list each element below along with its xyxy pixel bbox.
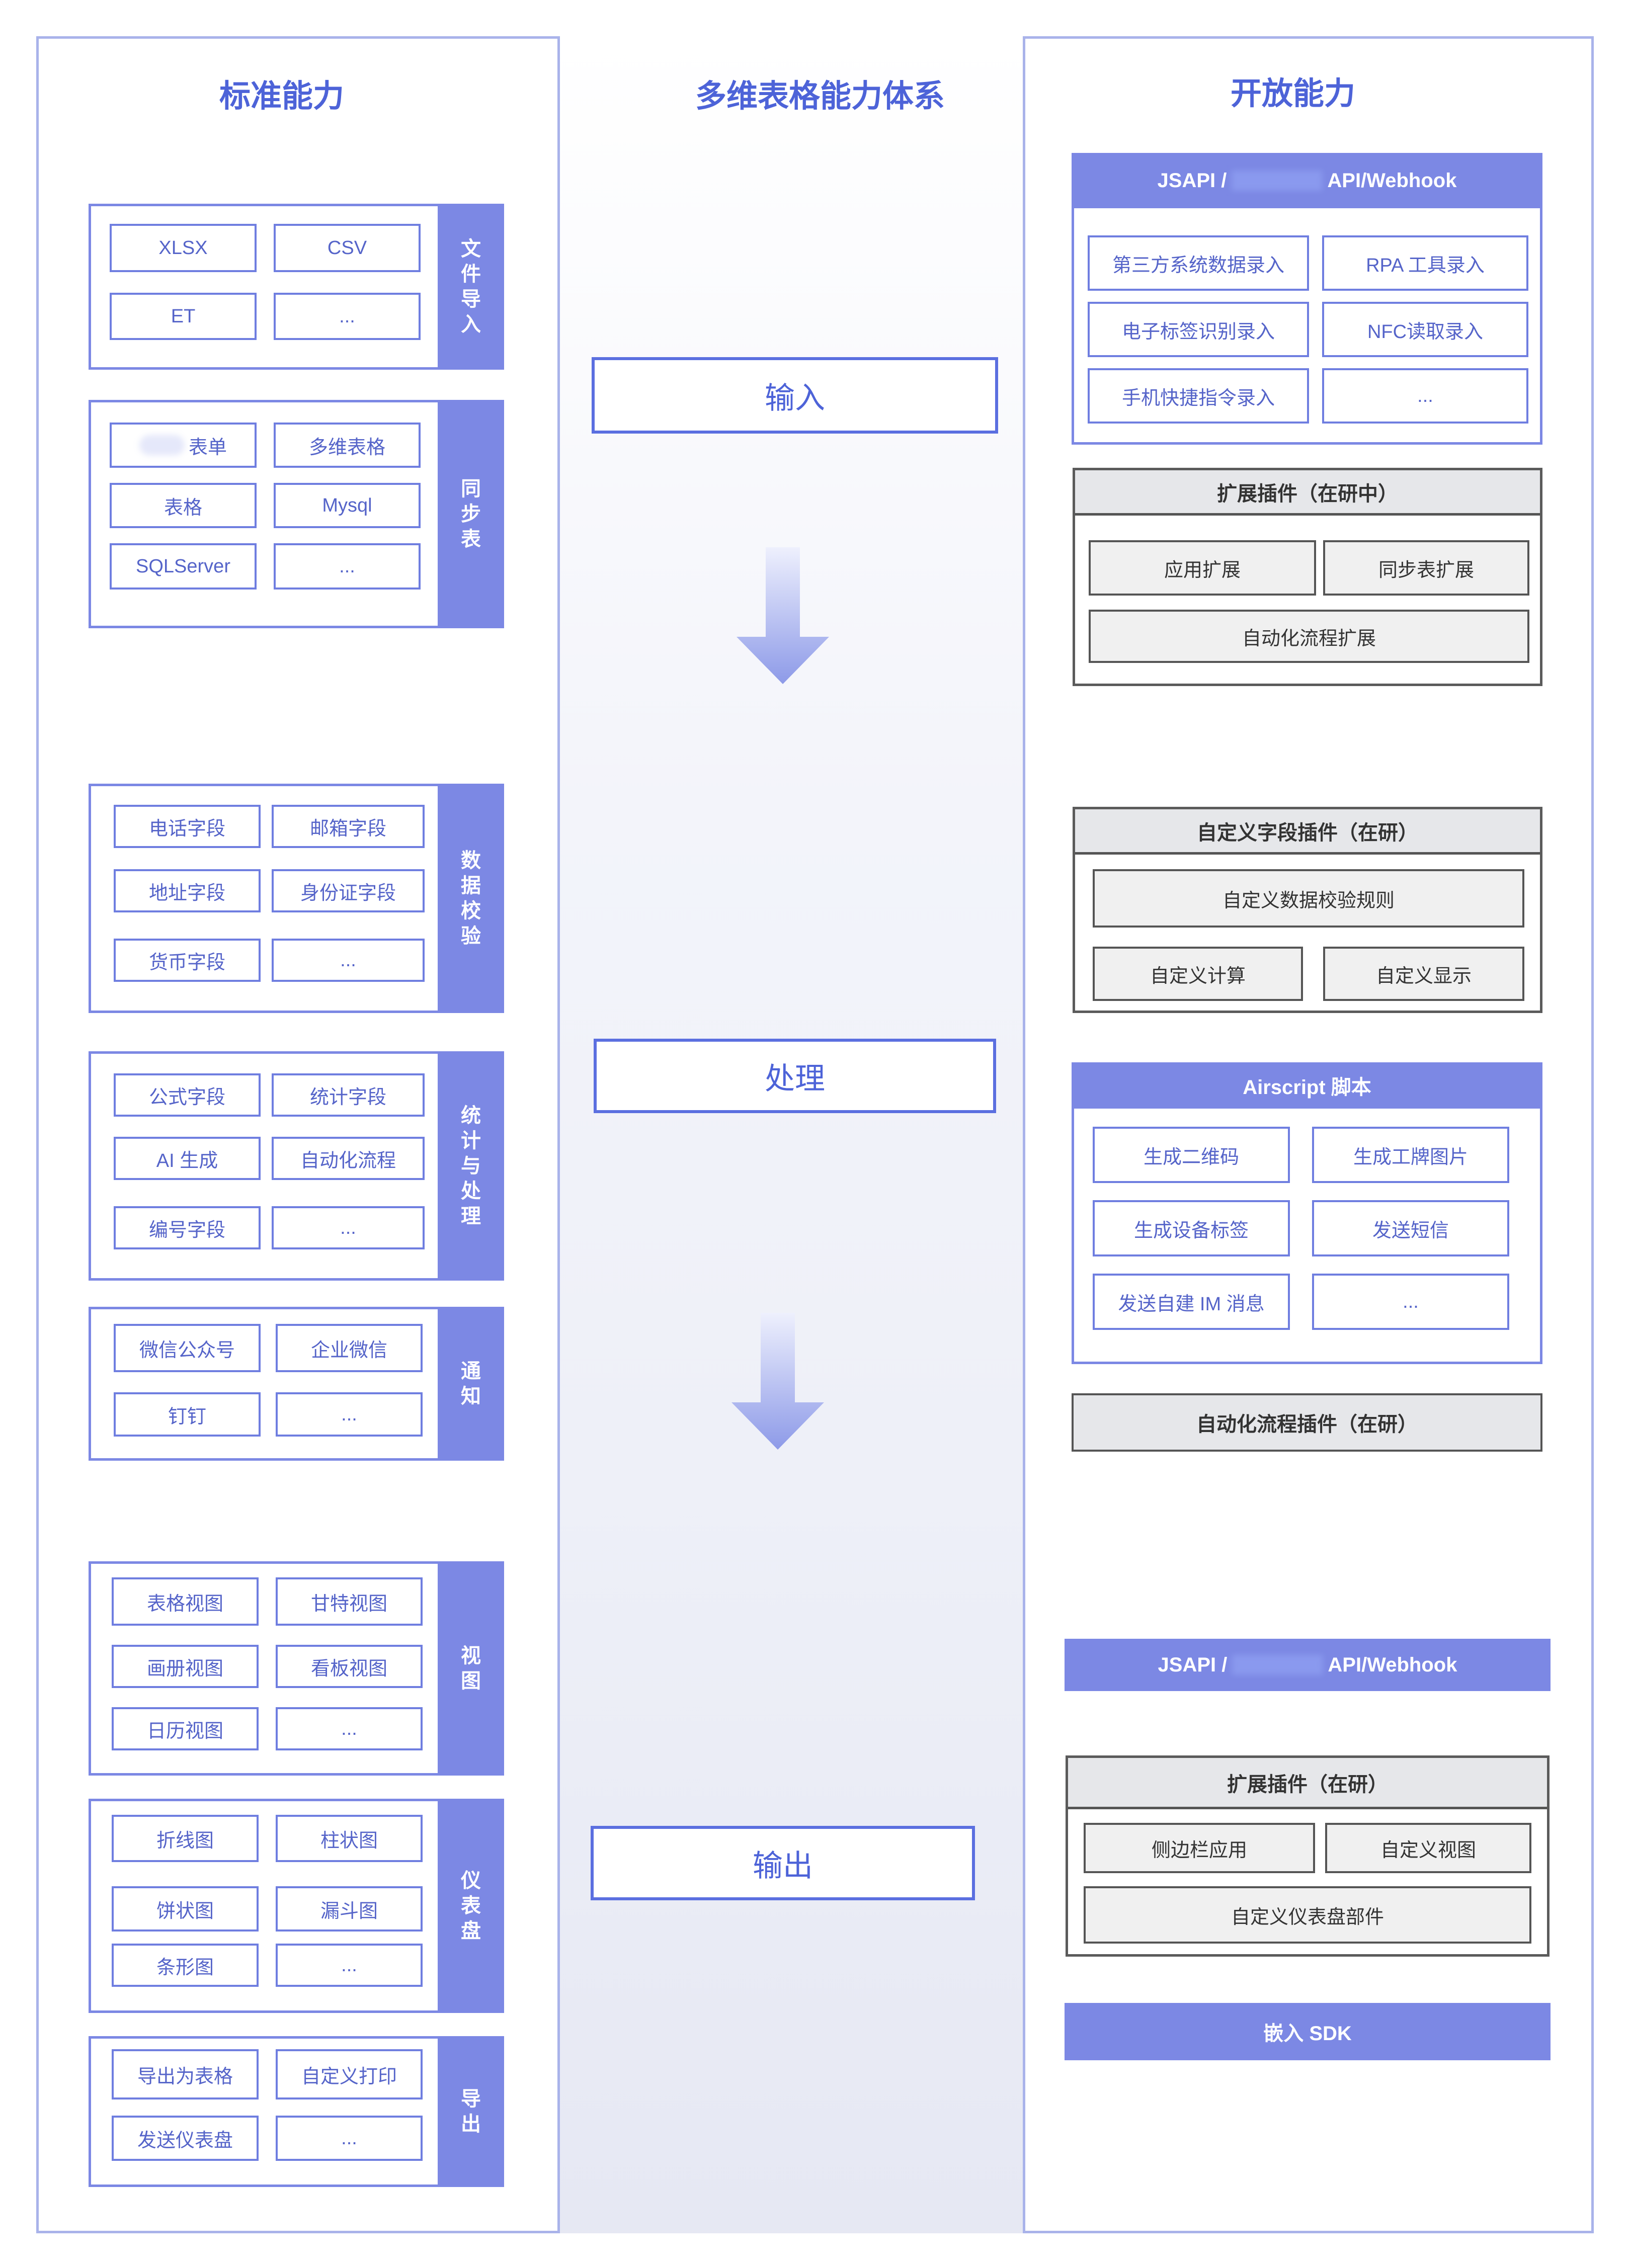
- field-plugin-cell[interactable]: 自定义计算: [1093, 947, 1303, 1001]
- validate-cell[interactable]: 货币字段: [114, 939, 261, 982]
- import-cell[interactable]: XLSX: [110, 224, 257, 272]
- arrow-down-icon: [728, 1313, 829, 1454]
- sync-cell[interactable]: 多维表格: [274, 423, 421, 468]
- notify-cell[interactable]: ...: [276, 1392, 423, 1437]
- view-cell[interactable]: 甘特视图: [276, 1577, 423, 1626]
- right-column-title: 开放能力: [1230, 76, 1355, 111]
- api-top-cell[interactable]: 电子标签识别录入: [1088, 302, 1309, 357]
- dashboard-cell[interactable]: 饼状图: [112, 1886, 259, 1931]
- ext-plugin-cell[interactable]: 应用扩展: [1089, 540, 1316, 596]
- validate-cell[interactable]: 身份证字段: [272, 869, 425, 912]
- ext-plugin2-header: 扩展插件（在研）: [1068, 1758, 1547, 1809]
- blurred-brand-name: [1232, 1655, 1323, 1675]
- field-plugin-header: 自定义字段插件（在研）: [1075, 809, 1540, 855]
- export-cell[interactable]: ...: [276, 2116, 423, 2161]
- middle-column-title: 多维表格能力体系: [695, 79, 945, 114]
- view-cell[interactable]: 表格视图: [112, 1577, 259, 1626]
- blurred-brand-icon: [139, 435, 185, 455]
- validate-tab: 数据校验: [438, 784, 504, 1013]
- sync-cell[interactable]: ...: [274, 543, 421, 590]
- ext-plugin2-cell[interactable]: 侧边栏应用: [1084, 1823, 1315, 1873]
- ext-plugin-header: 扩展插件（在研中）: [1075, 470, 1540, 516]
- ext-plugin-cell[interactable]: 自动化流程扩展: [1089, 610, 1529, 663]
- arrow-down-icon: [734, 547, 834, 688]
- blurred-brand-name: [1232, 171, 1323, 191]
- ext-plugin2-cell[interactable]: 自定义视图: [1325, 1823, 1531, 1873]
- stats-cell[interactable]: 公式字段: [114, 1073, 261, 1117]
- api-top-cell[interactable]: ...: [1322, 368, 1528, 424]
- validate-cell[interactable]: 电话字段: [114, 805, 261, 848]
- dashboard-tab: 仪表盘: [438, 1799, 504, 2013]
- sync-cell[interactable]: Mysql: [274, 483, 421, 528]
- api-bottom-bar[interactable]: JSAPI /API/Webhook: [1065, 1639, 1551, 1691]
- airscript-cell[interactable]: 发送短信: [1312, 1200, 1509, 1256]
- api-top-cell[interactable]: RPA 工具录入: [1322, 235, 1528, 291]
- api-top-cell[interactable]: 手机快捷指令录入: [1088, 368, 1309, 424]
- view-cell[interactable]: 日历视图: [112, 1707, 259, 1750]
- export-cell[interactable]: 自定义打印: [276, 2049, 423, 2099]
- stats-cell[interactable]: 编号字段: [114, 1206, 261, 1249]
- airscript-header: Airscript 脚本: [1072, 1062, 1542, 1109]
- airscript-cell[interactable]: ...: [1312, 1274, 1509, 1330]
- ext-plugin2-cell[interactable]: 自定义仪表盘部件: [1084, 1886, 1531, 1944]
- sync-tab: 同步表: [438, 400, 504, 628]
- api-top-cell[interactable]: 第三方系统数据录入: [1088, 235, 1309, 291]
- api-top-cell[interactable]: NFC读取录入: [1322, 302, 1528, 357]
- output-stage: 输出: [591, 1826, 975, 1900]
- stats-cell[interactable]: 统计字段: [272, 1073, 425, 1117]
- dashboard-cell[interactable]: ...: [276, 1944, 423, 1987]
- ext-plugin-cell[interactable]: 同步表扩展: [1323, 540, 1529, 596]
- sync-cell[interactable]: 表单: [110, 423, 257, 468]
- sync-cell[interactable]: 表格: [110, 483, 257, 528]
- api-top-header: JSAPI /API/Webhook: [1072, 153, 1542, 208]
- dashboard-cell[interactable]: 柱状图: [276, 1815, 423, 1862]
- validate-cell[interactable]: 邮箱字段: [272, 805, 425, 848]
- airscript-cell[interactable]: 生成二维码: [1093, 1127, 1290, 1183]
- notify-cell[interactable]: 企业微信: [276, 1324, 423, 1372]
- import-cell[interactable]: ...: [274, 293, 421, 340]
- notify-cell[interactable]: 微信公众号: [114, 1324, 261, 1372]
- view-cell[interactable]: 看板视图: [276, 1645, 423, 1688]
- input-stage: 输入: [592, 357, 998, 434]
- export-tab: 导出: [438, 2036, 504, 2187]
- stats-cell[interactable]: 自动化流程: [272, 1137, 425, 1180]
- sdk-bar[interactable]: 嵌入 SDK: [1065, 2003, 1551, 2060]
- dashboard-cell[interactable]: 漏斗图: [276, 1886, 423, 1931]
- auto-plugin-bar[interactable]: 自动化流程插件（在研）: [1072, 1393, 1542, 1452]
- dashboard-cell[interactable]: 折线图: [112, 1815, 259, 1862]
- notify-cell[interactable]: 钉钉: [114, 1392, 261, 1437]
- validate-cell[interactable]: ...: [272, 939, 425, 982]
- export-cell[interactable]: 发送仪表盘: [112, 2116, 259, 2161]
- view-tab: 视图: [438, 1561, 504, 1776]
- airscript-cell[interactable]: 生成工牌图片: [1312, 1127, 1509, 1183]
- airscript-cell[interactable]: 生成设备标签: [1093, 1200, 1290, 1256]
- sync-cell[interactable]: SQLServer: [110, 543, 257, 590]
- import-tab: 文件导入: [438, 204, 504, 370]
- stats-tab: 统计与处理: [438, 1051, 504, 1281]
- notify-tab: 通知: [438, 1307, 504, 1461]
- left-column-title: 标准能力: [219, 79, 344, 114]
- dashboard-cell[interactable]: 条形图: [112, 1944, 259, 1987]
- export-cell[interactable]: 导出为表格: [112, 2049, 259, 2099]
- field-plugin-cell[interactable]: 自定义数据校验规则: [1093, 869, 1524, 928]
- field-plugin-cell[interactable]: 自定义显示: [1323, 947, 1524, 1001]
- stats-cell[interactable]: ...: [272, 1206, 425, 1249]
- view-cell[interactable]: ...: [276, 1707, 423, 1750]
- stats-cell[interactable]: AI 生成: [114, 1137, 261, 1180]
- validate-cell[interactable]: 地址字段: [114, 869, 261, 912]
- import-cell[interactable]: CSV: [274, 224, 421, 272]
- process-stage: 处理: [594, 1039, 996, 1113]
- import-cell[interactable]: ET: [110, 293, 257, 340]
- view-cell[interactable]: 画册视图: [112, 1645, 259, 1688]
- airscript-cell[interactable]: 发送自建 IM 消息: [1093, 1274, 1290, 1330]
